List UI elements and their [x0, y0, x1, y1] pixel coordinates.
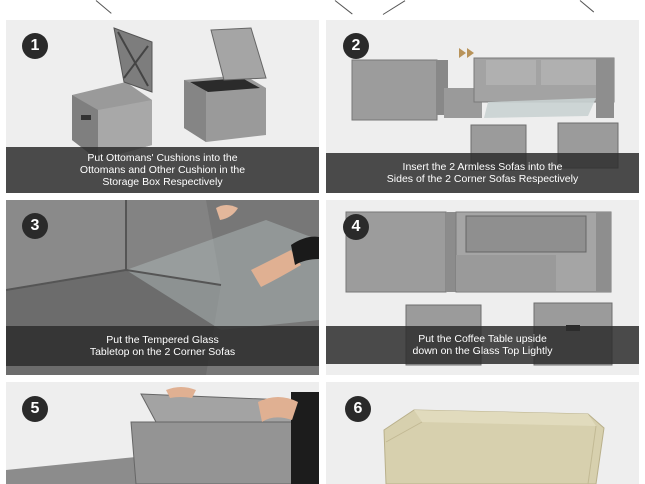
- storage-box-illustration: [72, 27, 267, 160]
- step-caption: Insert the 2 Armless Sofas into the Side…: [326, 153, 639, 193]
- top-line-mid-a: [334, 0, 353, 15]
- ottoman-placement-illustration: [6, 387, 319, 484]
- caption-line: Storage Box Respectively: [102, 176, 223, 188]
- step-1-panel: 1 Put Ottomans' Cushions into the Ottoma…: [6, 20, 319, 193]
- step-badge: 6: [345, 396, 371, 422]
- step-badge: 1: [22, 33, 48, 59]
- step-caption: Put the Tempered Glass Tabletop on the 2…: [6, 326, 319, 366]
- step-4-panel: 4 Put the Coffee Table upside down on th…: [326, 200, 639, 375]
- top-line-right: [579, 0, 595, 13]
- step-badge: 3: [22, 213, 48, 239]
- step-6-panel: 6: [326, 382, 639, 484]
- caption-line: Sides of the 2 Corner Sofas Respectively: [386, 173, 579, 185]
- caption-line: Put Ottomans' Cushions into the: [87, 152, 238, 164]
- caption-line: Tabletop on the 2 Corner Sofas: [89, 346, 236, 358]
- step-badge: 4: [343, 214, 369, 240]
- step-5-panel: 5: [6, 382, 319, 484]
- caption-line: Put the Tempered Glass: [106, 334, 219, 346]
- sofa-assembly-illustration: [351, 48, 619, 171]
- top-line-left: [95, 0, 112, 14]
- step-badge: 5: [22, 396, 48, 422]
- top-line-mid-b: [382, 0, 406, 15]
- step-2-panel: 2 Insert the 2 Armless Sofas into the Si…: [326, 20, 639, 193]
- caption-line: down on the Glass Top Lightly: [412, 345, 553, 357]
- step-caption: Put the Coffee Table upside down on the …: [326, 326, 639, 364]
- caption-line: Insert the 2 Armless Sofas into the: [402, 161, 563, 173]
- caption-line: Ottomans and Other Cushion in the: [79, 164, 246, 176]
- step-3-panel: 3 Put the Tempered Glass Tabletop on the…: [6, 200, 319, 375]
- step-badge: 2: [343, 33, 369, 59]
- caption-line: Put the Coffee Table upside: [418, 333, 547, 345]
- step-caption: Put Ottomans' Cushions into the Ottomans…: [6, 147, 319, 193]
- cover-illustration: [383, 409, 605, 484]
